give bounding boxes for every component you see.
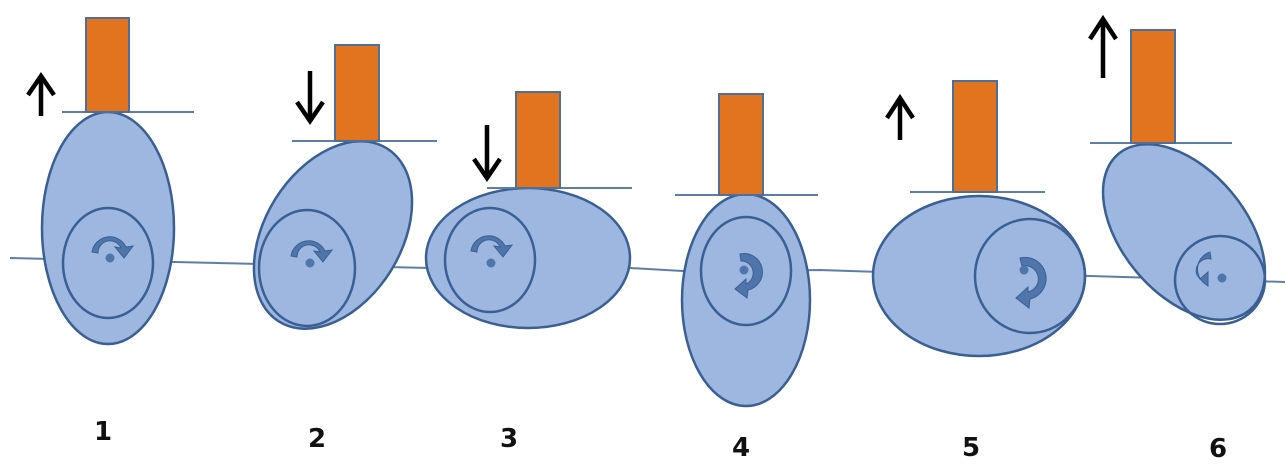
- base-circle: [61, 206, 155, 320]
- base-circle: [1173, 234, 1267, 326]
- cam-shaft-dot: [1217, 273, 1227, 283]
- rotation-arrow-icon: [1195, 251, 1212, 287]
- arrow-up-icon: [26, 72, 56, 116]
- cam: [252, 140, 414, 330]
- stage-2: 2: [252, 44, 437, 454]
- base-circle: [973, 217, 1087, 335]
- base-circle: [257, 208, 357, 328]
- follower: [1130, 29, 1176, 144]
- stage-6: 6: [1088, 14, 1267, 464]
- rotation-arrow-icon: [734, 253, 763, 299]
- cam: [40, 110, 176, 346]
- stage-5: 5: [871, 80, 1087, 463]
- cam: [424, 186, 632, 330]
- arrow-down-icon: [472, 125, 502, 182]
- stage-label: 6: [1209, 434, 1227, 464]
- follower: [334, 44, 380, 142]
- stage-1: 1: [26, 17, 194, 447]
- stage-label: 1: [94, 417, 112, 447]
- rotation-arrow-icon: [1015, 256, 1047, 309]
- stage-label: 5: [962, 433, 980, 463]
- arrow-down-icon: [295, 71, 325, 125]
- rotation-arrow-icon: [470, 235, 514, 258]
- cam-shaft-dot: [305, 258, 315, 268]
- cam: [1101, 143, 1267, 321]
- rotation-arrow-icon: [290, 240, 334, 263]
- stage-label: 2: [308, 424, 326, 454]
- follower: [85, 17, 130, 113]
- rotation-arrow-icon: [91, 236, 135, 259]
- arrow-up-icon: [885, 93, 915, 140]
- cam-shaft-dot: [1019, 265, 1029, 275]
- base-circle: [699, 215, 793, 327]
- follower: [718, 93, 764, 196]
- cam-shaft-dot: [105, 253, 115, 263]
- follower: [515, 91, 561, 189]
- stage-label: 4: [732, 433, 750, 463]
- stage-3: 3: [424, 91, 632, 454]
- cam: [680, 192, 812, 408]
- stage-label: 3: [500, 424, 518, 454]
- follower: [952, 80, 998, 193]
- cam-shaft-dot: [739, 265, 749, 275]
- arrow-up-icon: [1088, 14, 1118, 78]
- cam-shaft-dot: [486, 258, 496, 268]
- shaft-center-line: [9, 257, 1285, 283]
- base-circle: [443, 206, 537, 314]
- stage-4: 4: [675, 93, 818, 463]
- cam: [871, 194, 1087, 358]
